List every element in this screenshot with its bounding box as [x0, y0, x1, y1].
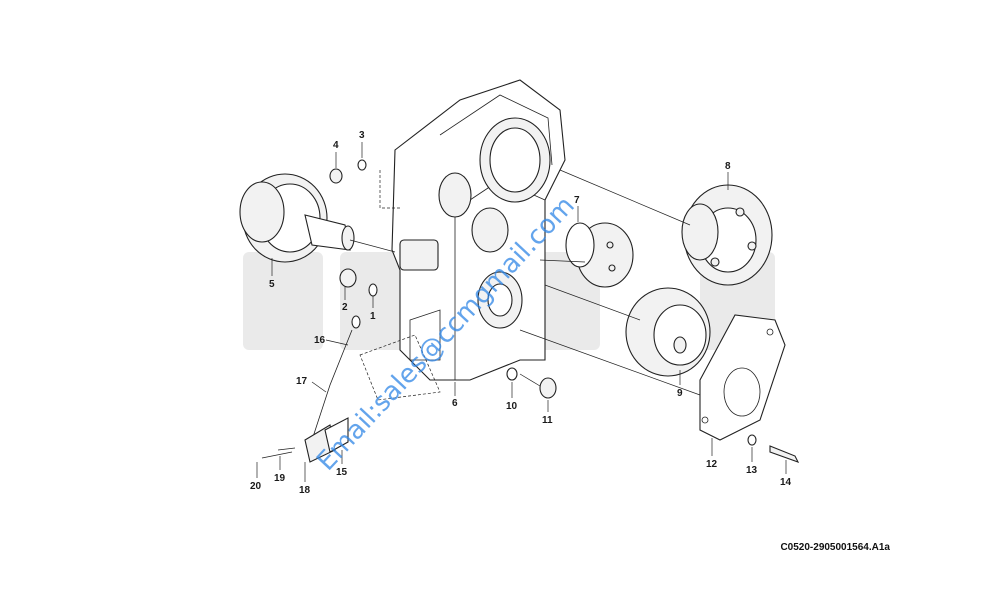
cover-plate-assembly	[681, 184, 773, 286]
gasket-plate	[699, 314, 786, 441]
figure-code: C0520-2905001564.A1a	[780, 542, 890, 553]
callout-8: 8	[725, 161, 731, 172]
drive-gear	[625, 287, 711, 377]
callout-20: 20	[250, 481, 262, 492]
callout-19: 19	[274, 473, 286, 484]
callout-14: 14	[780, 477, 792, 488]
callout-18: 18	[299, 485, 311, 496]
callout-13: 13	[746, 465, 758, 476]
callout-5: 5	[269, 279, 275, 290]
callout-labels: 1 2 3 4 5 6 7 8 9 10 11 12 13 14 15 16 1…	[250, 130, 792, 496]
callout-12: 12	[706, 459, 718, 470]
callout-10: 10	[506, 401, 518, 412]
callout-7: 7	[574, 195, 580, 206]
gearbox-housing	[391, 79, 566, 381]
callout-3: 3	[359, 130, 365, 141]
callout-1: 1	[370, 311, 376, 322]
guide-lines	[349, 169, 701, 401]
callout-4: 4	[333, 140, 339, 151]
differential-gear-assembly	[239, 173, 355, 263]
callout-15: 15	[336, 467, 348, 478]
callout-16: 16	[314, 335, 326, 346]
callout-11: 11	[542, 415, 553, 426]
callout-9: 9	[677, 388, 683, 399]
callout-2: 2	[342, 302, 348, 313]
idler-gear	[565, 222, 634, 288]
callout-6: 6	[452, 398, 458, 409]
callout-17: 17	[296, 376, 308, 387]
callout-leaders	[256, 142, 787, 482]
